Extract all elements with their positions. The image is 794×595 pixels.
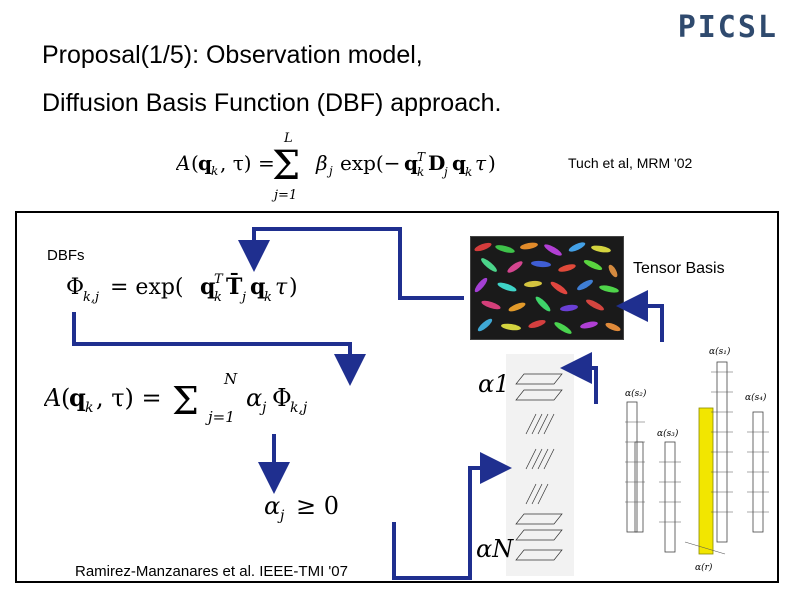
svg-text:, τ) =: , τ) = <box>96 384 162 412</box>
arrow-tensor-to-dbf <box>238 227 464 300</box>
svg-text:k: k <box>465 165 472 179</box>
svg-text:j=1: j=1 <box>271 188 297 203</box>
svg-text:k: k <box>264 290 272 305</box>
svg-text:L: L <box>283 131 293 146</box>
svg-text:= exp(: = exp( <box>110 275 184 300</box>
svg-text:k: k <box>214 290 222 305</box>
svg-text:α: α <box>246 384 262 412</box>
svg-text:q: q <box>69 383 86 412</box>
svg-text:): ) <box>488 151 496 175</box>
svg-text:q: q <box>198 151 212 175</box>
tower-label-s1: α(s₁) <box>709 346 731 357</box>
svg-text:k: k <box>211 164 218 178</box>
tensor-field-glyphs <box>474 242 621 334</box>
svg-text:T: T <box>417 150 426 164</box>
svg-text:τ: τ <box>475 151 487 175</box>
model-frame <box>15 211 779 583</box>
svg-text:(: ( <box>61 384 70 412</box>
svg-text:Φ: Φ <box>66 275 84 300</box>
svg-text:T̄: T̄ <box>226 272 243 300</box>
basis-stack-svg <box>515 373 563 561</box>
svg-text:q: q <box>452 151 466 175</box>
svg-text:k,j: k,j <box>290 400 308 416</box>
tower-label-r: α(r) <box>695 562 713 573</box>
svg-text:k: k <box>417 165 424 179</box>
svg-text:Φ: Φ <box>272 384 292 412</box>
picsl-logo: PICSL <box>677 10 778 45</box>
tower-diagram-svg: α(s₁) α(s₂) α(s₃) α(s₄) α(r) <box>625 346 769 573</box>
svg-text:(: ( <box>191 151 199 175</box>
tensor-field-image <box>470 236 624 340</box>
model-equation: A ( q k , τ) = Σ N j=1 α j Φ k,j <box>42 366 364 435</box>
svg-text:D: D <box>428 151 445 175</box>
arrow-dbf-to-model <box>72 312 366 386</box>
svg-text:τ: τ <box>275 275 288 300</box>
svg-text:N: N <box>223 370 238 388</box>
svg-text:j=1: j=1 <box>205 408 235 426</box>
slide-title-line2: Diffusion Basis Function (DBF) approach. <box>42 89 502 117</box>
tower-label-s4: α(s₄) <box>745 392 767 403</box>
arrow-towers-to-tensor <box>616 290 664 342</box>
svg-text:exp(−: exp(− <box>340 151 400 175</box>
svg-text:Σ: Σ <box>172 379 199 423</box>
svg-text:j: j <box>259 400 267 416</box>
constraint-equation: α j ≥ 0 <box>264 486 364 531</box>
tower-label-s2: α(s₂) <box>625 388 647 399</box>
alphaN-label: αN <box>476 535 514 563</box>
basis-stack-panel <box>506 354 574 576</box>
arrow-constraint-to-basis <box>392 452 512 580</box>
svg-text:k,j: k,j <box>83 290 99 305</box>
ramirez-citation: Ramirez-Manzanares et al. IEEE-TMI '07 <box>75 563 348 580</box>
alpha1-label: α1 <box>478 370 510 398</box>
tensor-basis-label: Tensor Basis <box>633 260 725 277</box>
svg-text:A: A <box>176 151 190 175</box>
svg-text:, τ) =: , τ) = <box>220 151 275 175</box>
slide-title-line1: Proposal(1/5): Observation model, <box>42 41 423 69</box>
svg-text:T: T <box>214 272 224 287</box>
main-equation-svg: A ( q k , τ) = L Σ j=1 β j exp(− q T k D… <box>174 131 496 203</box>
tower-label-s3: α(s₃) <box>657 428 679 439</box>
svg-text:β: β <box>315 151 328 175</box>
svg-text:Σ: Σ <box>272 143 300 189</box>
svg-text:j: j <box>239 290 246 305</box>
svg-text:k: k <box>85 400 93 416</box>
svg-text:): ) <box>289 275 298 300</box>
svg-text:j: j <box>326 164 333 178</box>
tuch-citation: Tuch et al, MRM '02 <box>568 155 693 171</box>
svg-text:q: q <box>200 274 215 300</box>
svg-text:q: q <box>250 274 265 300</box>
svg-text:A: A <box>44 384 61 412</box>
dbf-equation: Φ k,j = exp( q T k T̄ j q k τ ) <box>66 264 346 319</box>
arrow-towers-to-basis <box>560 352 598 404</box>
model-equation-svg: A ( q k , τ) = Σ N j=1 α j Φ k,j <box>42 370 308 426</box>
svg-text:q: q <box>404 151 418 175</box>
dbf-equation-svg: Φ k,j = exp( q T k T̄ j q k τ ) <box>66 272 298 305</box>
main-equation: A ( q k , τ) = L Σ j=1 β j exp(− q T k D… <box>174 128 546 204</box>
svg-text:≥ 0: ≥ 0 <box>296 492 339 520</box>
constraint-equation-svg: α j ≥ 0 <box>264 492 339 524</box>
dbfs-label: DBFs <box>47 247 85 264</box>
svg-text:α: α <box>264 492 280 520</box>
tower-diagram: α(s₁) α(s₂) α(s₃) α(s₄) α(r) <box>625 342 777 578</box>
svg-text:j: j <box>277 508 285 524</box>
svg-text:j: j <box>441 165 448 179</box>
